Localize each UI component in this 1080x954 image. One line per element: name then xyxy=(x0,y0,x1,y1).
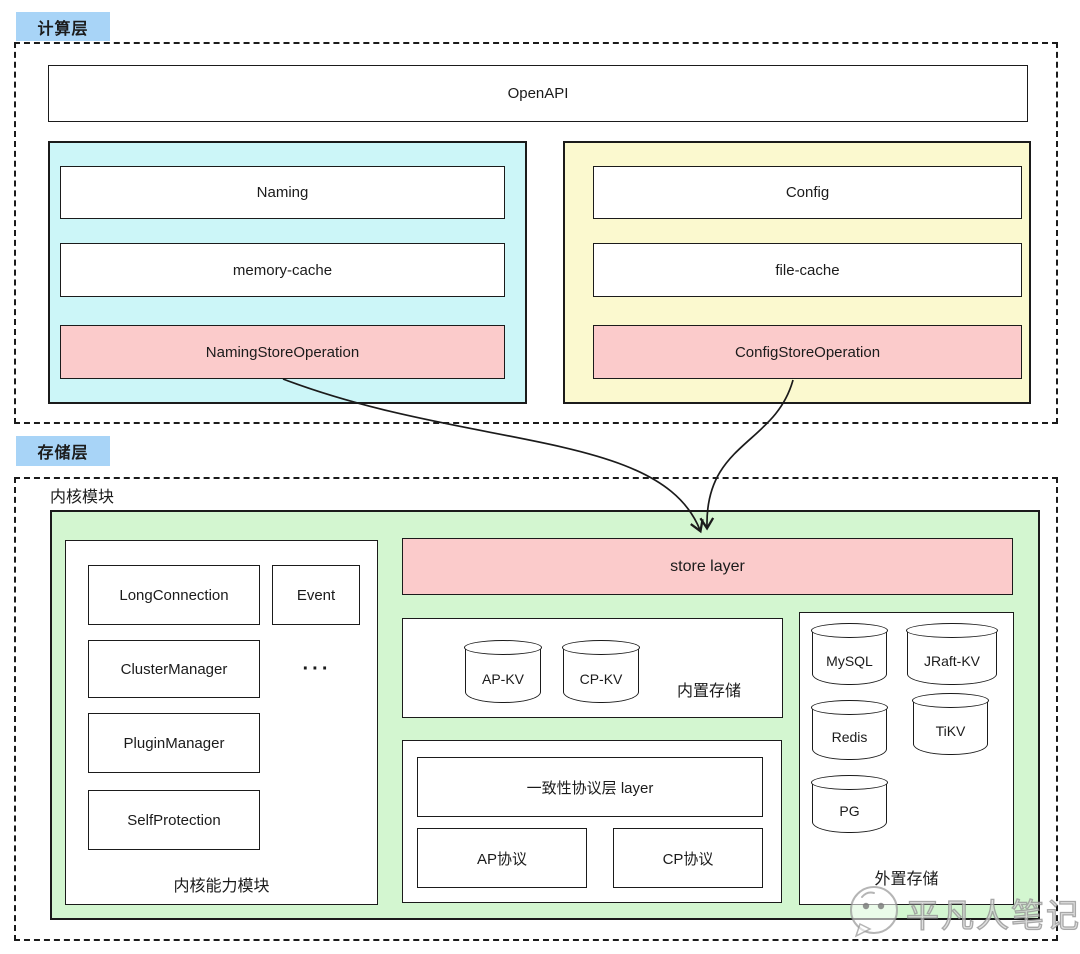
ap-protocol-label: AP协议 xyxy=(476,850,527,868)
compute-layer-tag: 计算层 xyxy=(16,12,110,41)
ap-protocol-box: AP协议 xyxy=(417,828,587,888)
cluster-manager-box: ClusterManager xyxy=(88,640,260,698)
pg-label: PG xyxy=(839,803,860,819)
jraft-kv-label: JRaft-KV xyxy=(923,653,980,669)
builtin-storage-caption: 内置存储 xyxy=(677,683,742,700)
openapi-label: OpenAPI xyxy=(507,85,569,102)
external-storage-caption: 外置存储 xyxy=(874,871,939,888)
redis-cylinder: Redis xyxy=(811,700,888,760)
config-store-operation-label: ConfigStoreOperation xyxy=(734,343,881,361)
consensus-layer-label: 一致性协议层 layer xyxy=(526,779,654,797)
self-protection-box: SelfProtection xyxy=(88,790,260,850)
jraft-kv-cylinder: JRaft-KV xyxy=(906,623,998,685)
config-label: Config xyxy=(785,184,830,201)
more-modules-indicator: ··· xyxy=(302,657,332,680)
ap-kv-label: AP-KV xyxy=(481,670,524,687)
event-box: Event xyxy=(272,565,360,625)
kernel-capability-caption: 内核能力模块 xyxy=(173,878,270,895)
redis-label: Redis xyxy=(831,729,868,745)
mysql-label: MySQL xyxy=(826,653,873,669)
memory-cache-box: memory-cache xyxy=(60,243,505,297)
store-layer-label: store layer xyxy=(670,557,745,575)
cp-kv-label: CP-KV xyxy=(579,670,623,687)
pg-cylinder: PG xyxy=(811,775,888,833)
self-protection-label: SelfProtection xyxy=(127,811,221,829)
naming-label: Naming xyxy=(256,184,309,201)
mysql-cylinder: MySQL xyxy=(811,623,888,685)
config-box: Config xyxy=(593,166,1022,219)
file-cache-box: file-cache xyxy=(593,243,1022,297)
cp-protocol-label: CP协议 xyxy=(662,850,714,868)
store-layer-box: store layer xyxy=(402,538,1013,595)
config-panel: Config file-cache ConfigStoreOperation xyxy=(563,141,1031,404)
plugin-manager-box: PluginManager xyxy=(88,713,260,773)
plugin-manager-label: PluginManager xyxy=(123,734,225,752)
ap-kv-cylinder: AP-KV xyxy=(464,640,542,703)
file-cache-label: file-cache xyxy=(775,261,840,279)
naming-store-operation-box: NamingStoreOperation xyxy=(60,325,505,379)
config-store-operation-box: ConfigStoreOperation xyxy=(593,325,1022,379)
storage-layer-tag: 存储层 xyxy=(16,436,110,466)
memory-cache-label: memory-cache xyxy=(232,261,333,279)
long-connection-box: LongConnection xyxy=(88,565,260,625)
cp-protocol-box: CP协议 xyxy=(613,828,763,888)
consensus-layer-box: 一致性协议层 layer xyxy=(417,757,763,817)
openapi-box: OpenAPI xyxy=(48,65,1028,122)
long-connection-label: LongConnection xyxy=(119,586,229,604)
naming-panel: Naming memory-cache NamingStoreOperation xyxy=(48,141,527,404)
naming-store-operation-label: NamingStoreOperation xyxy=(205,343,360,361)
naming-box: Naming xyxy=(60,166,505,219)
cluster-manager-label: ClusterManager xyxy=(120,660,228,678)
cp-kv-cylinder: CP-KV xyxy=(562,640,640,703)
kernel-module-label: 内核模块 xyxy=(50,489,115,506)
tikv-label: TiKV xyxy=(935,723,966,739)
tikv-cylinder: TiKV xyxy=(912,693,989,755)
event-label: Event xyxy=(296,586,336,604)
